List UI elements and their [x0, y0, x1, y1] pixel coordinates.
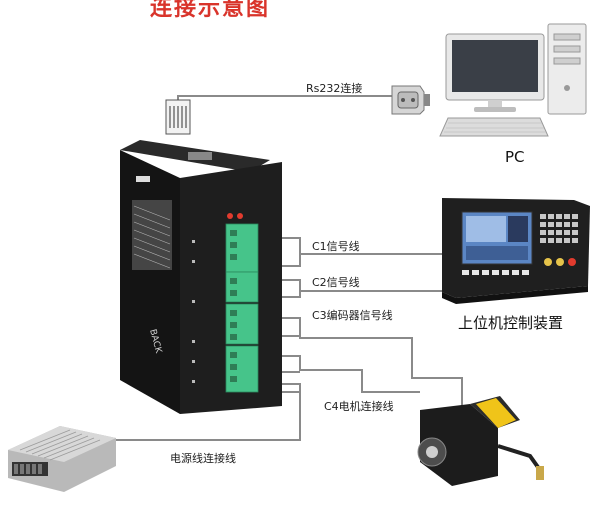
controller-label: 上位机控制装置	[458, 314, 564, 332]
rs232-connection-label: Rs232连接	[306, 82, 363, 95]
power-supply-icon	[8, 426, 116, 492]
c2-signal-line-label: C2信号线	[312, 276, 360, 289]
cnc-controller-icon	[442, 198, 590, 304]
servo-driver-icon: BACK	[120, 140, 282, 414]
power-line-label: 电源线连接线	[170, 452, 236, 465]
c4-wire	[262, 355, 420, 393]
rs232-wire	[177, 95, 394, 100]
rs232-port-connector	[165, 99, 191, 135]
c1-signal-line-label: C1信号线	[312, 240, 360, 253]
c4-motor-line-label: C4电机连接线	[324, 400, 394, 413]
c3-encoder-line-label: C3编码器信号线	[312, 309, 393, 322]
servo-motor-icon	[417, 396, 544, 486]
db9-connector-icon	[391, 85, 430, 115]
pc-computer-icon	[439, 23, 587, 137]
pc-label: PC	[505, 148, 525, 166]
c3-wire	[262, 317, 463, 408]
top-banner-title: 连接示意图	[150, 0, 271, 21]
